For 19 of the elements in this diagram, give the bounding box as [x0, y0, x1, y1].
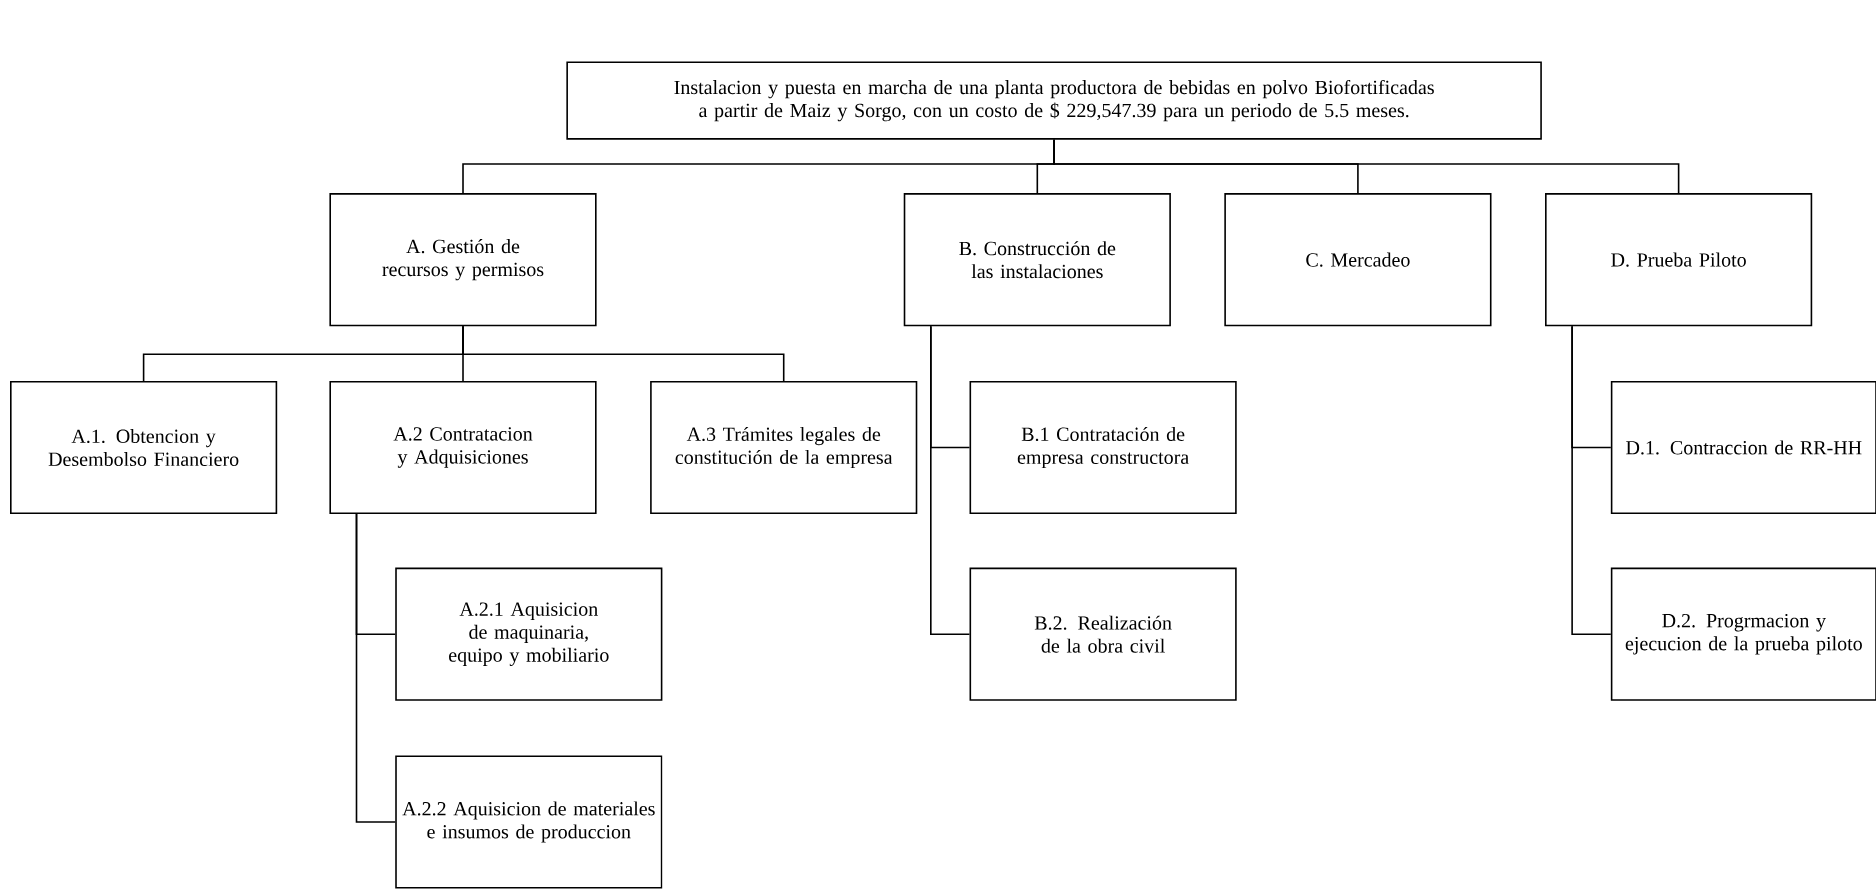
- task-box: D.1. Contraccion de RR-HH: [1610, 380, 1876, 515]
- task-box: A.2 Contratacion y Adquisiciones: [329, 380, 597, 515]
- connector-line: [930, 325, 971, 635]
- task-box: A.2.2 Aquisicion de materiales e insumos de produccion: [395, 755, 663, 889]
- task-box: D. Prueba Piloto: [1545, 193, 1813, 327]
- connector-line: [355, 513, 396, 823]
- task-box: A.2.1 Aquisicion de maquinaria, equipo y mobiliario: [395, 567, 663, 701]
- task-box: B.2. Realización de la obra civil: [969, 567, 1237, 701]
- task-box: B. Construcción de las instalaciones: [903, 193, 1171, 327]
- task-box: B.1 Contratación de empresa constructora: [969, 380, 1237, 515]
- task-box: A. Gestión de recursos y permisos: [329, 193, 597, 327]
- connector-line: [1571, 325, 1612, 635]
- connector-line: [462, 325, 785, 382]
- connector-line: [1053, 138, 1680, 194]
- title-box: Instalacion y puesta en marcha de una planta productora de bebidas en polvo Biofortificadas a partir de Maiz y Sorgo, con un costo de $ 229,547.39 para un periodo de 5.5 meses.: [566, 61, 1542, 140]
- task-box: A.1. Obtencion y Desembolso Financiero: [10, 380, 278, 515]
- task-box: C. Mercadeo: [1224, 193, 1492, 327]
- task-box: D.2. Progrmacion y ejecucion de la prueba piloto: [1610, 567, 1876, 701]
- task-box: A.3 Trámites legales de constitución de la empresa: [650, 380, 918, 515]
